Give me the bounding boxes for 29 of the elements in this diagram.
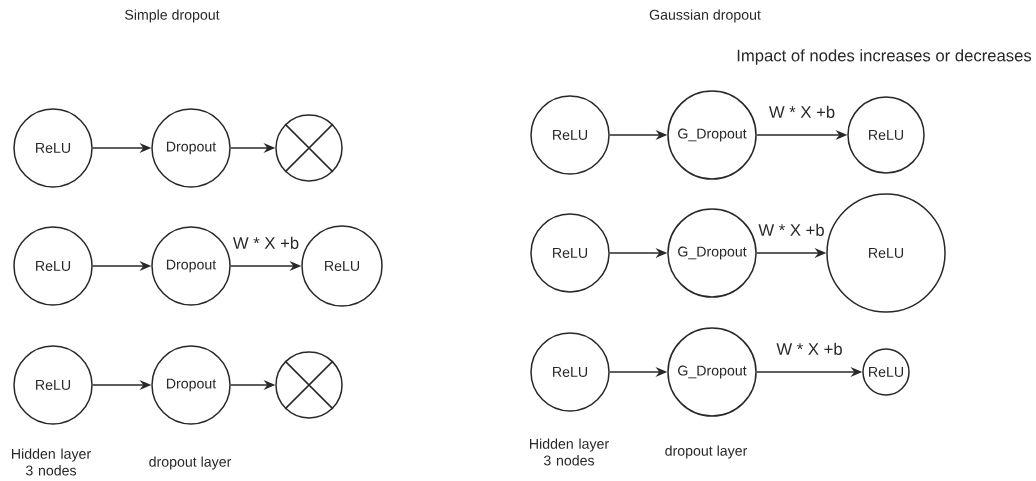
layer-node: G_Dropout bbox=[667, 90, 757, 180]
layer-caption: dropout layer bbox=[665, 445, 748, 459]
edge-label: W * X +b bbox=[758, 223, 824, 236]
layer-node: ReLU bbox=[13, 345, 93, 425]
edge-label: W * X +b bbox=[768, 105, 835, 118]
layer-caption: dropout layer bbox=[149, 456, 232, 470]
edge-label: W * X +b bbox=[233, 236, 299, 249]
panel-title: Simple dropout bbox=[125, 9, 220, 23]
layer-node: ReLU bbox=[847, 96, 925, 174]
layer-node: ReLU bbox=[530, 332, 610, 412]
layer-node: G_Dropout bbox=[667, 327, 757, 417]
crossed-circle bbox=[275, 114, 343, 182]
layer-node: Dropout bbox=[151, 108, 231, 188]
layer-node: G_Dropout bbox=[667, 208, 757, 298]
layer-node: ReLU bbox=[826, 193, 946, 313]
layer-caption: Hidden layer 3 nodes bbox=[530, 438, 609, 466]
layer-caption: Hidden layer 3 nodes bbox=[12, 448, 91, 476]
note-text: Impact of nodes increases or decreases bbox=[737, 49, 1032, 65]
layer-node: Dropout bbox=[151, 226, 231, 306]
layer-node: Dropout bbox=[151, 345, 231, 425]
layer-node: ReLU bbox=[13, 108, 93, 188]
layer-node: ReLU bbox=[530, 95, 610, 175]
layer-node: ReLU bbox=[862, 348, 910, 396]
layer-node: ReLU bbox=[530, 213, 610, 293]
edge-label: W * X +b bbox=[776, 342, 842, 355]
layer-node: ReLU bbox=[13, 226, 93, 306]
layer-node: ReLU bbox=[301, 225, 383, 307]
panel-title: Gaussian dropout bbox=[649, 9, 761, 23]
crossed-circle bbox=[275, 351, 343, 419]
